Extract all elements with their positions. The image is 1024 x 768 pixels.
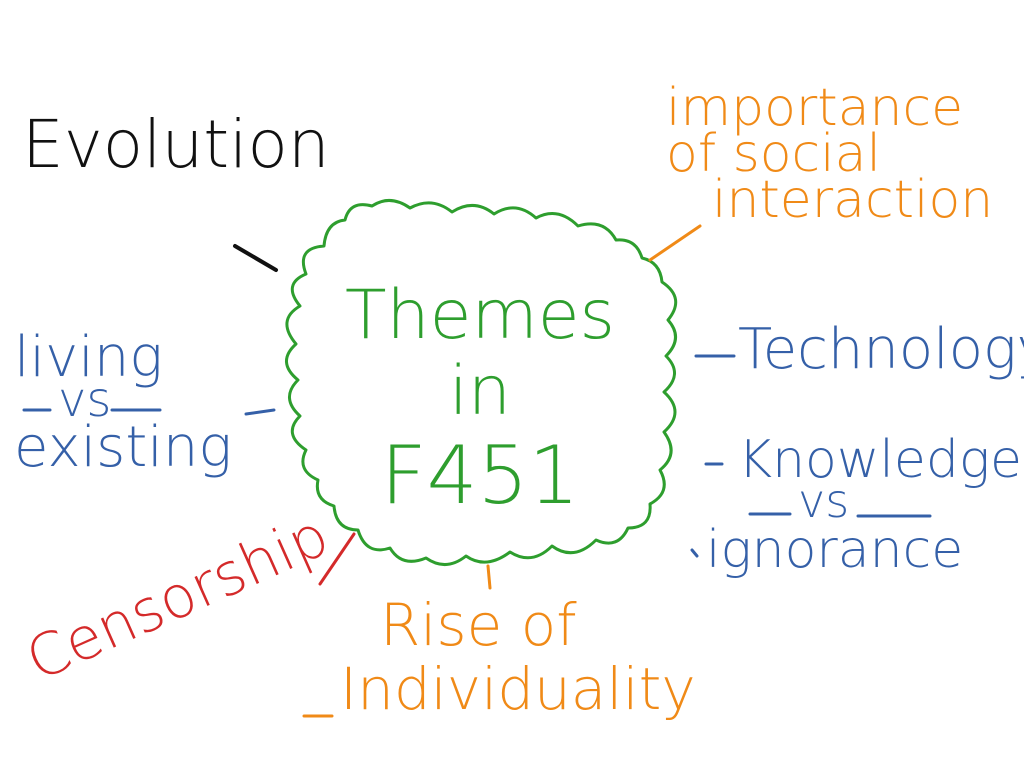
theme-living-line-1: living: [14, 325, 163, 390]
connector-knowledge-tick: [690, 548, 699, 558]
connector-censorship: [318, 532, 356, 586]
theme-living-line-3: existing: [14, 415, 232, 480]
central-cloud-bubble: [285, 199, 678, 566]
theme-knowledge-line-2: vs: [798, 474, 850, 528]
theme-social-line-2: of social: [666, 124, 881, 184]
theme-knowledge-line-3: ignorance: [706, 520, 964, 580]
theme-evolution-label: Evolution: [22, 106, 330, 183]
theme-individuality-line-2: Individuality: [340, 655, 696, 723]
central-title-line-1: Themes: [345, 276, 615, 355]
theme-living-vs-existing: living vs existing: [14, 330, 232, 476]
theme-rise-of-individuality: Rise of Individuality: [340, 596, 696, 718]
theme-technology: Technology: [738, 322, 1024, 378]
theme-technology-label: Technology: [738, 317, 1024, 382]
theme-knowledge-vs-ignorance: Knowledge vs ignorance: [706, 430, 1023, 576]
theme-living-line-2: vs: [58, 372, 112, 428]
central-title: Themes in F451: [330, 282, 630, 516]
connector-evolution: [233, 244, 278, 272]
connector-social-interaction: [648, 224, 702, 262]
central-title-line-3: F451: [380, 429, 580, 522]
connector-living-vs-existing: [244, 408, 276, 416]
connector-individuality: [486, 564, 492, 590]
theme-social-interaction: importance of social interaction: [666, 82, 993, 226]
theme-evolution: Evolution: [22, 112, 330, 178]
theme-knowledge-line-1: Knowledge: [738, 430, 1023, 490]
theme-individuality-line-1: Rise of: [380, 591, 577, 659]
theme-social-line-1: importance: [666, 78, 964, 138]
theme-social-line-3: interaction: [712, 170, 994, 230]
central-title-line-2: in: [449, 352, 511, 431]
